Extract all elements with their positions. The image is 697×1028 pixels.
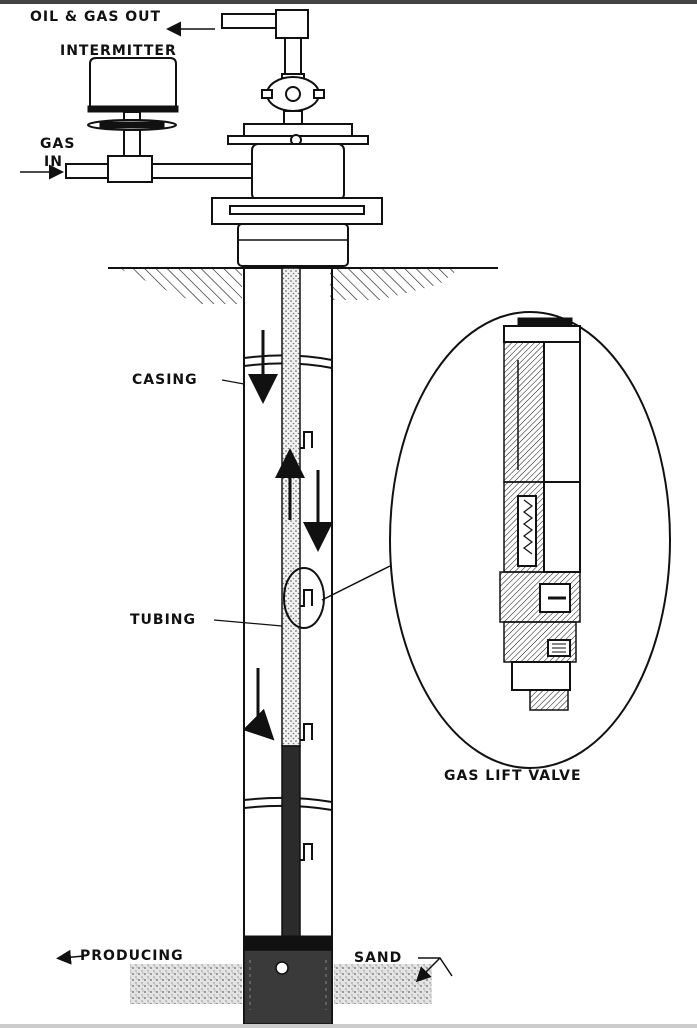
tubing xyxy=(281,267,301,1015)
producing-zone xyxy=(130,935,432,1025)
bottom-border xyxy=(0,1024,697,1028)
valve-highlight-circle xyxy=(283,567,325,629)
casing-leader xyxy=(221,379,245,385)
intermitter-unit xyxy=(87,57,179,183)
tubing-label: TUBING xyxy=(130,612,196,628)
packer xyxy=(243,935,333,951)
sand-label: SAND xyxy=(354,950,402,966)
valve-callout-leader xyxy=(321,565,391,601)
gas-inlet-pipe xyxy=(20,163,259,180)
producing-sand-arrows xyxy=(56,949,453,983)
ground-surface xyxy=(108,267,498,304)
top-border xyxy=(0,0,697,4)
gas-label: GAS xyxy=(40,136,75,152)
casing-label: CASING xyxy=(132,372,198,388)
producing-label: PRODUCING xyxy=(80,948,184,964)
gas-lift-valve-detail xyxy=(499,317,581,711)
sand-right xyxy=(334,964,432,1004)
sand-left xyxy=(130,964,242,1004)
gas-lift-valve-label: GAS LIFT VALVE xyxy=(444,768,582,784)
intermitter-label: INTERMITTER xyxy=(60,43,177,59)
wellhead xyxy=(211,123,383,267)
valve-detail-ellipse xyxy=(389,311,671,769)
oil-gas-out-label: OIL & GAS OUT xyxy=(30,9,161,25)
in-label: IN xyxy=(44,154,63,170)
wellhead-valve xyxy=(261,73,325,130)
outlet-pipe xyxy=(166,9,309,79)
tubing-leader xyxy=(213,619,283,627)
flow-arrows xyxy=(242,330,333,741)
gas-lift-valve-markers xyxy=(283,431,325,861)
